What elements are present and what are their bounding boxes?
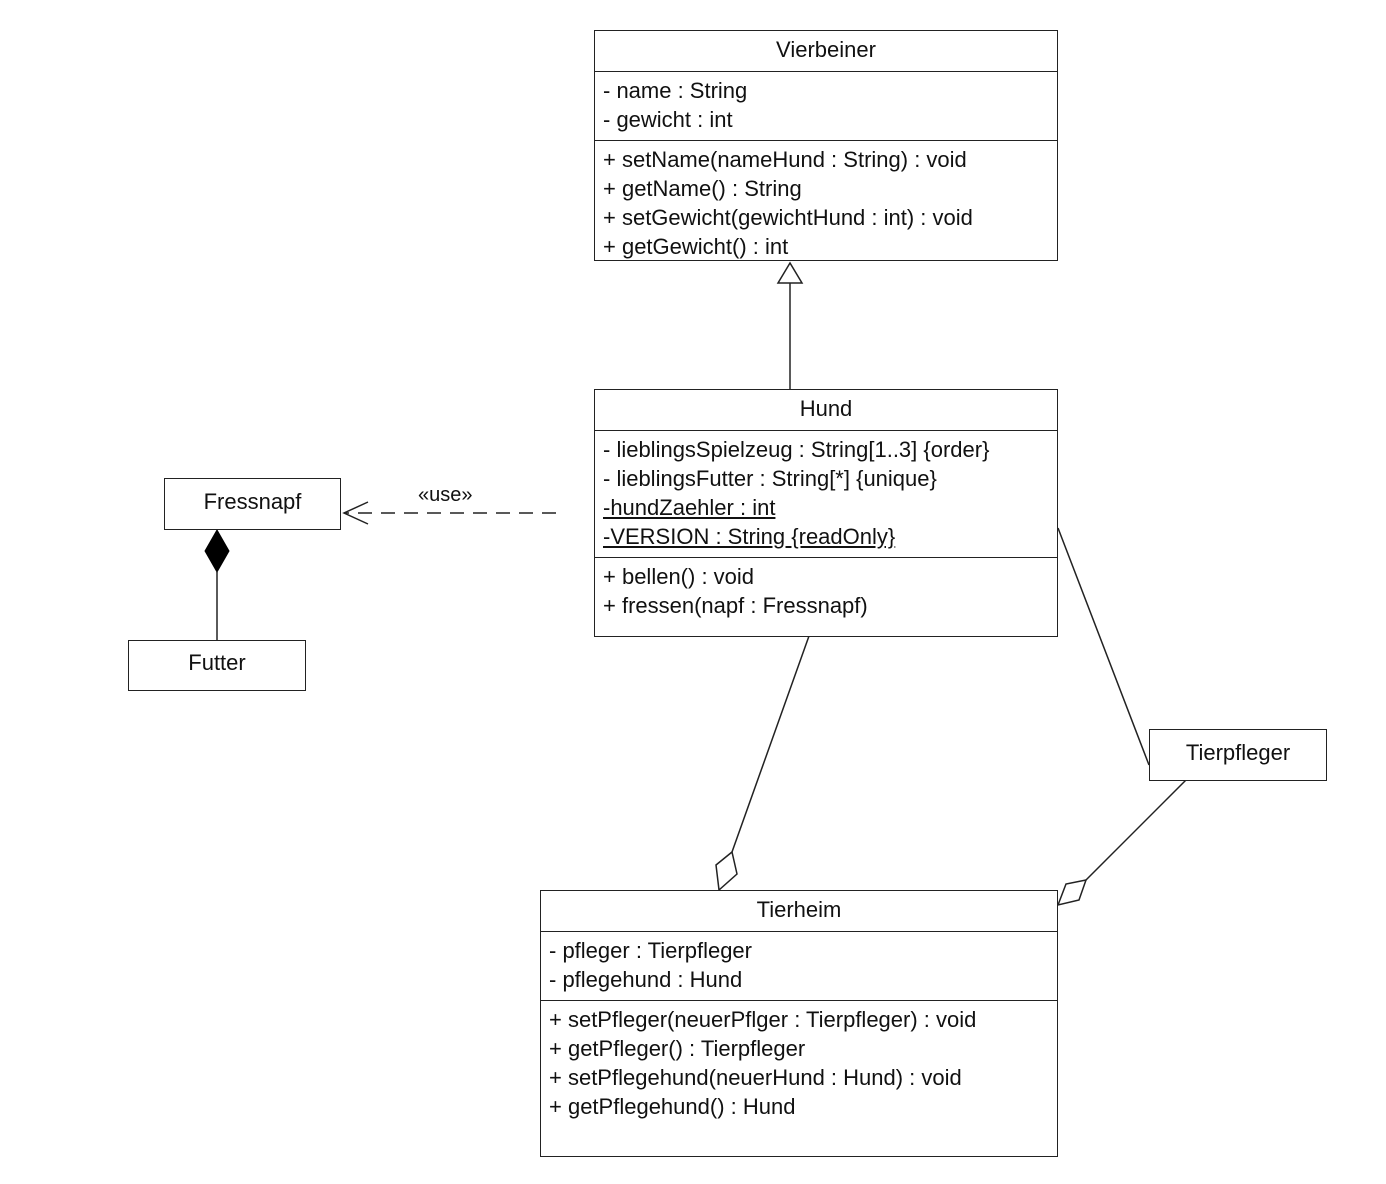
operation: + setGewicht(gewichtHund : int) : void	[603, 205, 973, 230]
class-tierpfleger[interactable]: Tierpfleger	[1149, 729, 1327, 781]
attribute: - lieblingsFutter : String[*] {unique}	[603, 466, 937, 491]
use-dependency-arrowhead	[342, 501, 369, 525]
class-name: Vierbeiner	[595, 31, 1057, 72]
attribute: - pflegehund : Hund	[549, 967, 743, 992]
operation: + setPfleger(neuerPflger : Tierpfleger) …	[549, 1007, 977, 1032]
aggregation-hund-diamond	[715, 850, 738, 892]
attributes-section: - pfleger : Tierpfleger - pflegehund : H…	[541, 932, 1057, 1001]
attribute: - name : String	[603, 78, 748, 103]
operation: + setPflegehund(neuerHund : Hund) : void	[549, 1065, 962, 1090]
aggregation-tierpfleger-diamond	[1056, 879, 1088, 907]
operation: + setName(nameHund : String) : void	[603, 147, 967, 172]
class-vierbeiner[interactable]: Vierbeiner - name : String - gewicht : i…	[594, 30, 1058, 261]
operation: + fressen(napf : Fressnapf)	[603, 593, 868, 618]
aggregation-tierpfleger-line	[1085, 779, 1187, 881]
class-tierheim[interactable]: Tierheim - pfleger : Tierpfleger - pfleg…	[540, 890, 1058, 1157]
class-name: Tierheim	[541, 891, 1057, 932]
operations-section: + setName(nameHund : String) : void + ge…	[595, 141, 1057, 267]
class-name: Futter	[188, 650, 246, 675]
class-fressnapf[interactable]: Fressnapf	[164, 478, 341, 530]
attribute: - gewicht : int	[603, 107, 733, 132]
operation: + bellen() : void	[603, 564, 755, 589]
attribute: - pfleger : Tierpfleger	[549, 938, 752, 963]
class-name: Hund	[595, 390, 1057, 431]
attribute: - lieblingsSpielzeug : String[1..3] {ord…	[603, 437, 990, 462]
operation: + getName() : String	[603, 176, 802, 201]
class-name: Fressnapf	[203, 489, 302, 514]
generalization-arrowhead	[776, 261, 804, 284]
class-futter[interactable]: Futter	[128, 640, 306, 691]
operations-section: + setPfleger(neuerPflger : Tierpfleger) …	[541, 1001, 1057, 1127]
attributes-section: - lieblingsSpielzeug : String[1..3] {ord…	[595, 431, 1057, 558]
class-hund[interactable]: Hund - lieblingsSpielzeug : String[1..3]…	[594, 389, 1058, 637]
association-hund-tierpfleger-line	[1057, 527, 1150, 766]
operation: + getGewicht() : int	[603, 234, 789, 259]
static-attribute: -hundZaehler : int	[603, 495, 776, 520]
operations-section: + bellen() : void + fressen(napf : Fress…	[595, 558, 1057, 626]
aggregation-hund-line	[731, 635, 810, 853]
attributes-section: - name : String - gewicht : int	[595, 72, 1057, 141]
class-name: Tierpfleger	[1185, 740, 1291, 765]
use-stereotype-label: «use»	[418, 484, 473, 506]
operation: + getPfleger() : Tierpfleger	[549, 1036, 806, 1061]
composition-diamond	[204, 528, 230, 574]
operation: + getPflegehund() : Hund	[549, 1094, 796, 1119]
static-attribute: -VERSION : String {readOnly}	[603, 524, 896, 549]
